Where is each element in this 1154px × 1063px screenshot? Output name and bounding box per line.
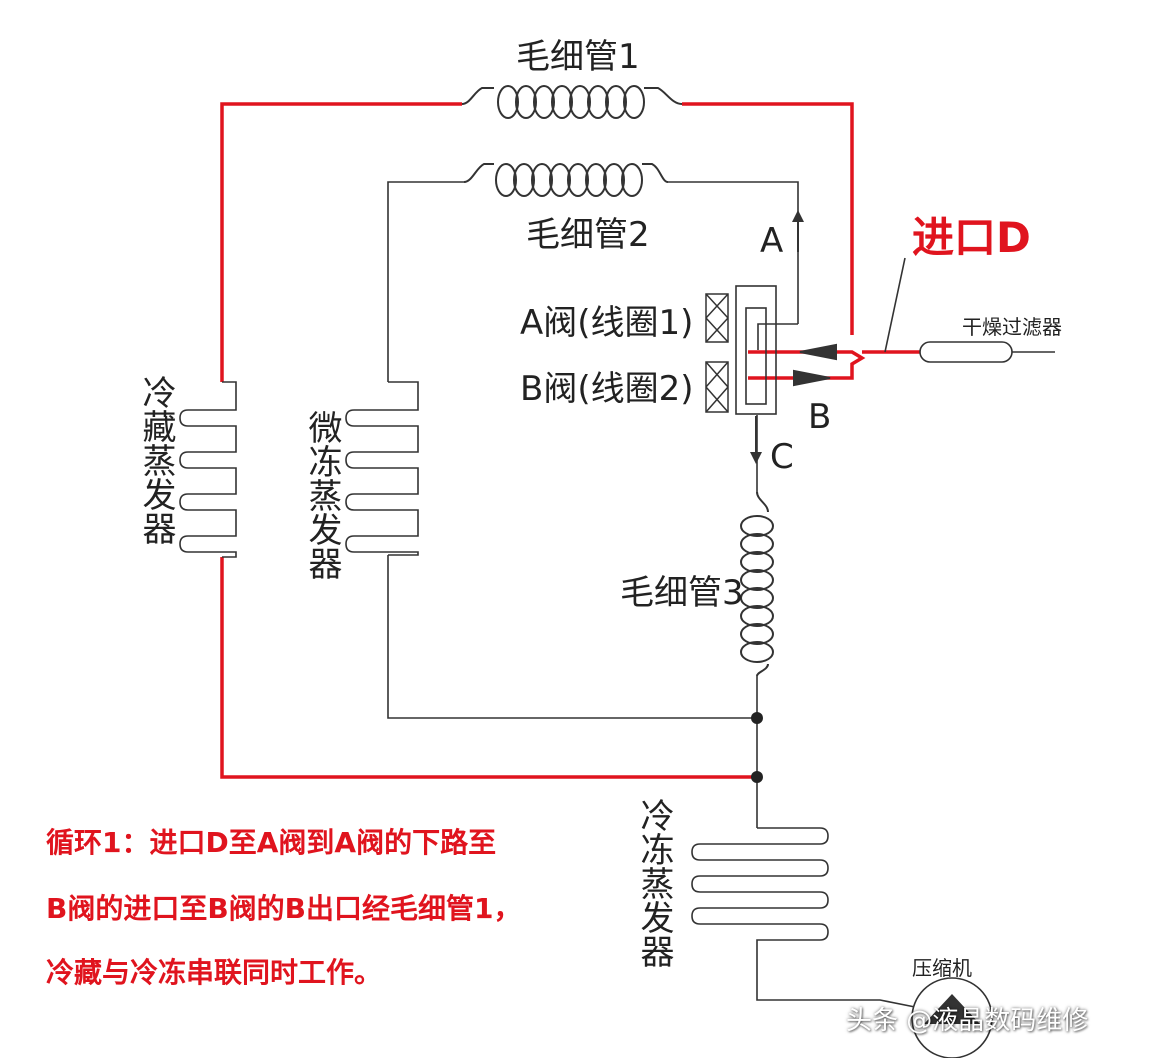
capillary1-coil: [461, 85, 683, 119]
valve-b-coil-icon: [705, 361, 729, 413]
red-pipe-right-top: [682, 102, 854, 335]
capillary2-label: 毛细管2: [526, 215, 650, 255]
pipe-softfreeze-top: [387, 181, 464, 382]
valve-housing: [735, 285, 777, 415]
softfreeze-evaporator: [345, 381, 419, 556]
valve-b-label: B阀(线圈2): [520, 369, 694, 409]
capillary3-label: 毛细管3: [620, 573, 744, 613]
fridge-evaporator-label: 冷藏蒸发器: [136, 375, 176, 545]
capillary2-coil: [463, 163, 669, 197]
compressor-shape: [911, 977, 993, 1059]
red-pipe-left-top: [220, 102, 462, 382]
junction-dot-lower: [751, 771, 763, 783]
port-b-label: B: [808, 397, 831, 437]
port-c-label: C: [770, 437, 794, 477]
valve-a-coil-icon: [705, 293, 729, 343]
port-a-label: A: [760, 221, 783, 261]
solenoid-valve: [735, 285, 777, 415]
watermark: 头条 @液晶数码维修: [846, 1006, 1089, 1036]
capillary3-coil: [740, 491, 774, 677]
freezer-evaporator: [691, 827, 829, 990]
inlet-d-label: 进口D: [912, 213, 1031, 262]
pipe-valve-a-out: [757, 323, 798, 350]
capillary1-label: 毛细管1: [516, 37, 640, 77]
freezer-evaporator-label: 冷冻蒸发器: [634, 798, 674, 968]
red-pipe-bottom: [220, 557, 755, 779]
arrow-port-b-icon: [793, 369, 831, 387]
fridge-evaporator: [179, 381, 237, 558]
caption-line-2: B阀的进口至B阀的B出口经毛细管1，: [46, 892, 522, 925]
caption-line-3: 冷藏与冷冻串联同时工作。: [46, 956, 383, 989]
flow-arrows: [750, 210, 837, 464]
pipe-softfreeze-bottom: [387, 555, 757, 719]
inlet-d-pointer: [884, 257, 906, 353]
pipe-compressor: [756, 990, 921, 1009]
caption-line-1: 循环1：进口D至A阀到A阀的下路至: [46, 826, 497, 859]
dryer-filter-label: 干燥过滤器: [962, 315, 1062, 339]
compressor-label: 压缩机: [912, 956, 972, 980]
valve-core: [745, 307, 767, 405]
arrow-inlet-icon: [799, 343, 837, 361]
valve-a-label: A阀(线圈1): [520, 303, 693, 343]
softfreeze-evaporator-label: 微冻蒸发器: [302, 410, 342, 580]
dryer-filter-shape: [919, 341, 1013, 363]
pipe-capillary2-right: [668, 181, 799, 214]
junction-dot-upper: [751, 712, 763, 724]
compressor-icon: [924, 994, 980, 1024]
